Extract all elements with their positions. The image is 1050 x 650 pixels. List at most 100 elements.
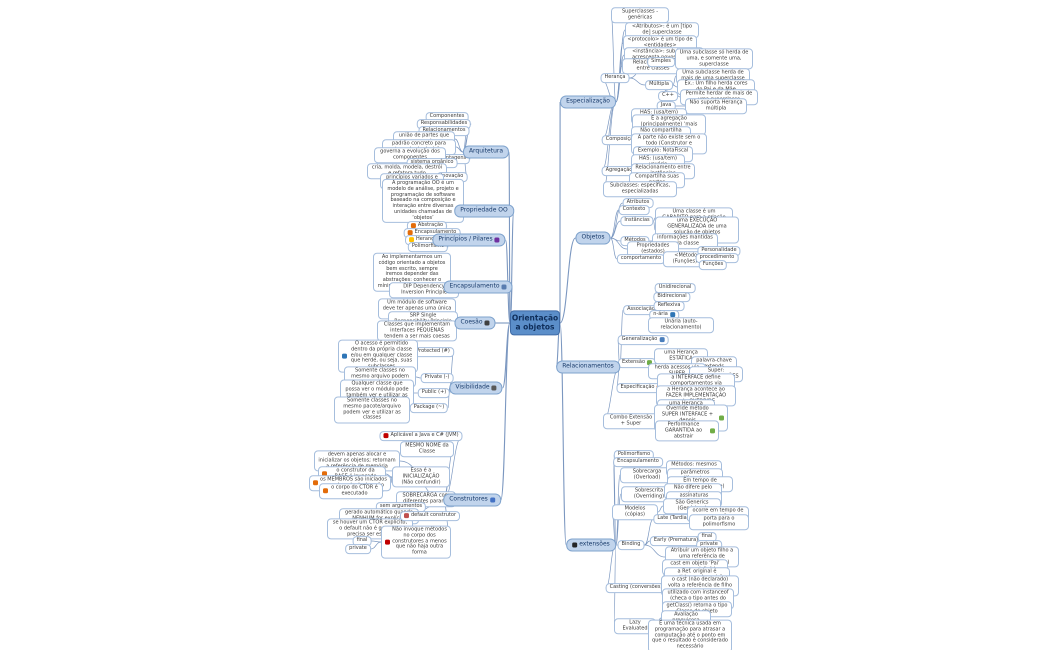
mindmap-node-OC[interactable]: comportamento bbox=[616, 254, 666, 264]
mindmap-node-K4[interactable]: Essa é a INICIALIZAÇÃO (Não confundir) bbox=[392, 466, 450, 488]
mindmap-node-S3[interactable]: <protocolo> é um tipo de <entidades> bbox=[623, 35, 697, 51]
mindmap-node-XL2[interactable]: É uma técnica usada em programação para … bbox=[648, 619, 732, 650]
mindmap-node-XB2[interactable]: Early (Prematura) bbox=[649, 536, 703, 546]
mindmap-node-XB1b[interactable]: porta para o polimorfismo bbox=[689, 514, 749, 530]
node-label: Aplicável a Java e C# (JVM) bbox=[390, 432, 459, 439]
mindmap-node-XO[interactable]: Sobrecarga (Overload) bbox=[620, 467, 674, 483]
node-label: Instâncias bbox=[624, 217, 650, 224]
branch-visibilidade[interactable]: Visibilidade bbox=[449, 381, 503, 395]
branch-relacionamentos[interactable]: Relacionamentos bbox=[556, 360, 620, 374]
mindmap-node-P1[interactable]: A programação OO é um modelo de análise,… bbox=[382, 178, 464, 224]
node-label: Unária (auto-relacionamento) bbox=[660, 318, 702, 330]
mindmap-node-V2[interactable]: Private (-) bbox=[420, 373, 454, 383]
node-label: final bbox=[701, 533, 713, 540]
mindmap-node-SH1[interactable]: Simples bbox=[647, 57, 675, 67]
node-label: Princípios / Pilares bbox=[438, 235, 493, 243]
branch-encapsulamento[interactable]: Encapsulamento bbox=[443, 280, 513, 294]
node-label: Ex.: Um filho herda cores do Pai e da Mã… bbox=[684, 80, 748, 91]
mindmap-node-XB[interactable]: Binding bbox=[617, 540, 645, 550]
mindmap-edge bbox=[559, 237, 577, 324]
record-icon bbox=[383, 433, 389, 439]
mindmap-node-RG[interactable]: Generalização bbox=[617, 335, 669, 345]
mindmap-node-RC3[interactable]: Performance GARANTIDA ao abstrair bbox=[655, 420, 719, 442]
mindmap-node-X2[interactable]: Encapsulamento bbox=[613, 457, 663, 467]
mindmap-node-K2[interactable]: MESMO NOME da Classe bbox=[400, 441, 454, 457]
mindmap-edge bbox=[610, 14, 617, 103]
umbrella-icon bbox=[342, 353, 347, 359]
mindmap-node-SH2c[interactable]: C++ bbox=[658, 91, 678, 101]
mindmap-node-XM[interactable]: Modelos (cópias) bbox=[612, 504, 658, 520]
mindmap-node-E2[interactable]: DIP Dependency Inversion Principle bbox=[389, 282, 459, 298]
node-label: DIP Dependency Inversion Principle bbox=[401, 283, 447, 295]
mindmap-node-XR[interactable]: Sobrescrita (Overriding) bbox=[621, 486, 677, 502]
mindmap-node-SH1a[interactable]: Uma subclasse só herda de uma, e somente… bbox=[675, 48, 753, 70]
mindmap-node-SH2d1[interactable]: Não suporta Herança múltipla bbox=[685, 98, 747, 114]
mindmap-node-RC[interactable]: Combo Extensão + Super bbox=[603, 413, 659, 429]
node-label: Package (~) bbox=[413, 404, 445, 411]
central-topic[interactable]: Orientação a objetos bbox=[510, 310, 560, 336]
mindmap-node-SS[interactable]: Subclasses: específicas, especializadas bbox=[603, 181, 677, 197]
bullet-icon bbox=[410, 223, 416, 229]
branch-objetos[interactable]: Objetos bbox=[575, 231, 611, 245]
mindmap-node-XD[interactable]: Casting (conversões) bbox=[605, 583, 667, 593]
mindmap-node-K6[interactable]: default construtor bbox=[399, 511, 461, 521]
mindmap-node-K1[interactable]: Aplicável a Java e C# (JVM) bbox=[379, 431, 463, 441]
node-label: Uma subclasse herda de mais de uma super… bbox=[681, 69, 745, 81]
node-label: Visibilidade bbox=[455, 383, 490, 391]
bullet-icon bbox=[322, 471, 327, 477]
node-label: sem argumentos bbox=[379, 503, 423, 510]
mindmap-node-XL[interactable]: Lazy Evaluated bbox=[614, 618, 656, 634]
mindmap-node-OI[interactable]: Instâncias bbox=[620, 216, 654, 226]
node-label: extensões bbox=[579, 540, 610, 548]
mindmap-edge bbox=[602, 101, 617, 190]
mindmap-node-S1[interactable]: Superclasses - genéricas bbox=[611, 7, 669, 23]
mindmap-node-PI4[interactable]: Polimorfismo bbox=[407, 242, 449, 252]
node-label: Herança bbox=[416, 236, 437, 243]
mindmap-edge bbox=[447, 387, 450, 409]
node-label: <Atributos>: é um [tipo de] superclasse bbox=[631, 23, 693, 35]
mindmap-node-V4[interactable]: Package (~) bbox=[409, 403, 449, 413]
mindmap-node-O2[interactable]: Contexto bbox=[618, 205, 650, 215]
node-label: Essa é a INICIALIZAÇÃO (Não confundir) bbox=[401, 467, 441, 485]
mindmap-node-V1[interactable]: Protected (#) bbox=[412, 347, 454, 357]
branch-construtores[interactable]: Construtores bbox=[443, 493, 501, 507]
node-label: Composição bbox=[605, 136, 637, 143]
node-label: Objetos bbox=[581, 233, 605, 241]
node-label: Especialização bbox=[566, 97, 610, 105]
mindmap-node-SH2[interactable]: Múltipla bbox=[645, 80, 673, 90]
mindmap-node-RA5[interactable]: Unária (auto-relacionamento) bbox=[648, 317, 714, 333]
node-label: É uma técnica usada em programação para … bbox=[652, 620, 728, 650]
mindmap-node-K7b[interactable]: private bbox=[345, 544, 371, 554]
node-label: Subclasses: específicas, especializadas bbox=[609, 182, 671, 194]
node-label: porta para o polimorfismo bbox=[702, 515, 736, 527]
node-label: <protocolo> é um tipo de <entidades> bbox=[627, 36, 693, 48]
branch-propriedade-oo[interactable]: Propriedade OO bbox=[454, 204, 514, 218]
node-label: Componentes bbox=[429, 113, 465, 120]
mindmap-node-V4a[interactable]: Somente classes no mesmo pacote/arquivo … bbox=[334, 396, 410, 424]
lock-icon bbox=[501, 284, 507, 290]
node-label: Encapsulamento bbox=[617, 458, 659, 465]
node-label: uma Herança ESTÁTICA bbox=[664, 349, 698, 361]
node-label: Casting (conversões) bbox=[609, 584, 663, 591]
mindmap-node-SH[interactable]: Herança bbox=[600, 73, 630, 83]
branch-coesao[interactable]: Coesão bbox=[454, 316, 496, 330]
mindmap-node-K4c[interactable]: o corpo do CTOR é executado bbox=[319, 483, 383, 499]
branch-principios-pilares[interactable]: Princípios / Pilares bbox=[432, 233, 506, 247]
node-label: Superclasses - genéricas bbox=[621, 8, 659, 20]
node-label: Não suporta Herança múltipla bbox=[689, 99, 743, 111]
node-label: Herança bbox=[604, 74, 626, 81]
branch-extensoes[interactable]: extensões bbox=[566, 538, 616, 552]
graduation-cap-icon bbox=[572, 542, 578, 548]
node-label: Polimorfismo bbox=[617, 451, 651, 458]
branch-arquitetura[interactable]: Arquitetura bbox=[462, 145, 510, 159]
mindmap-edge bbox=[615, 65, 623, 103]
mindmap-node-OC1c[interactable]: Funções bbox=[698, 260, 728, 270]
node-label: <Métodos (Funções)> bbox=[672, 252, 702, 264]
mindmap-edge bbox=[559, 322, 567, 546]
mindmap-node-K7[interactable]: Não invoque métodos no corpo dos constru… bbox=[381, 525, 451, 559]
branch-especializacao[interactable]: Especialização bbox=[560, 95, 616, 109]
mindmap-node-C3[interactable]: Classes que implementam interfaces PEQUE… bbox=[377, 320, 457, 342]
node-label: Reflexiva bbox=[657, 302, 681, 309]
mindmap-node-V3[interactable]: Public (+) bbox=[417, 388, 451, 398]
node-label: n-ária bbox=[653, 311, 668, 318]
